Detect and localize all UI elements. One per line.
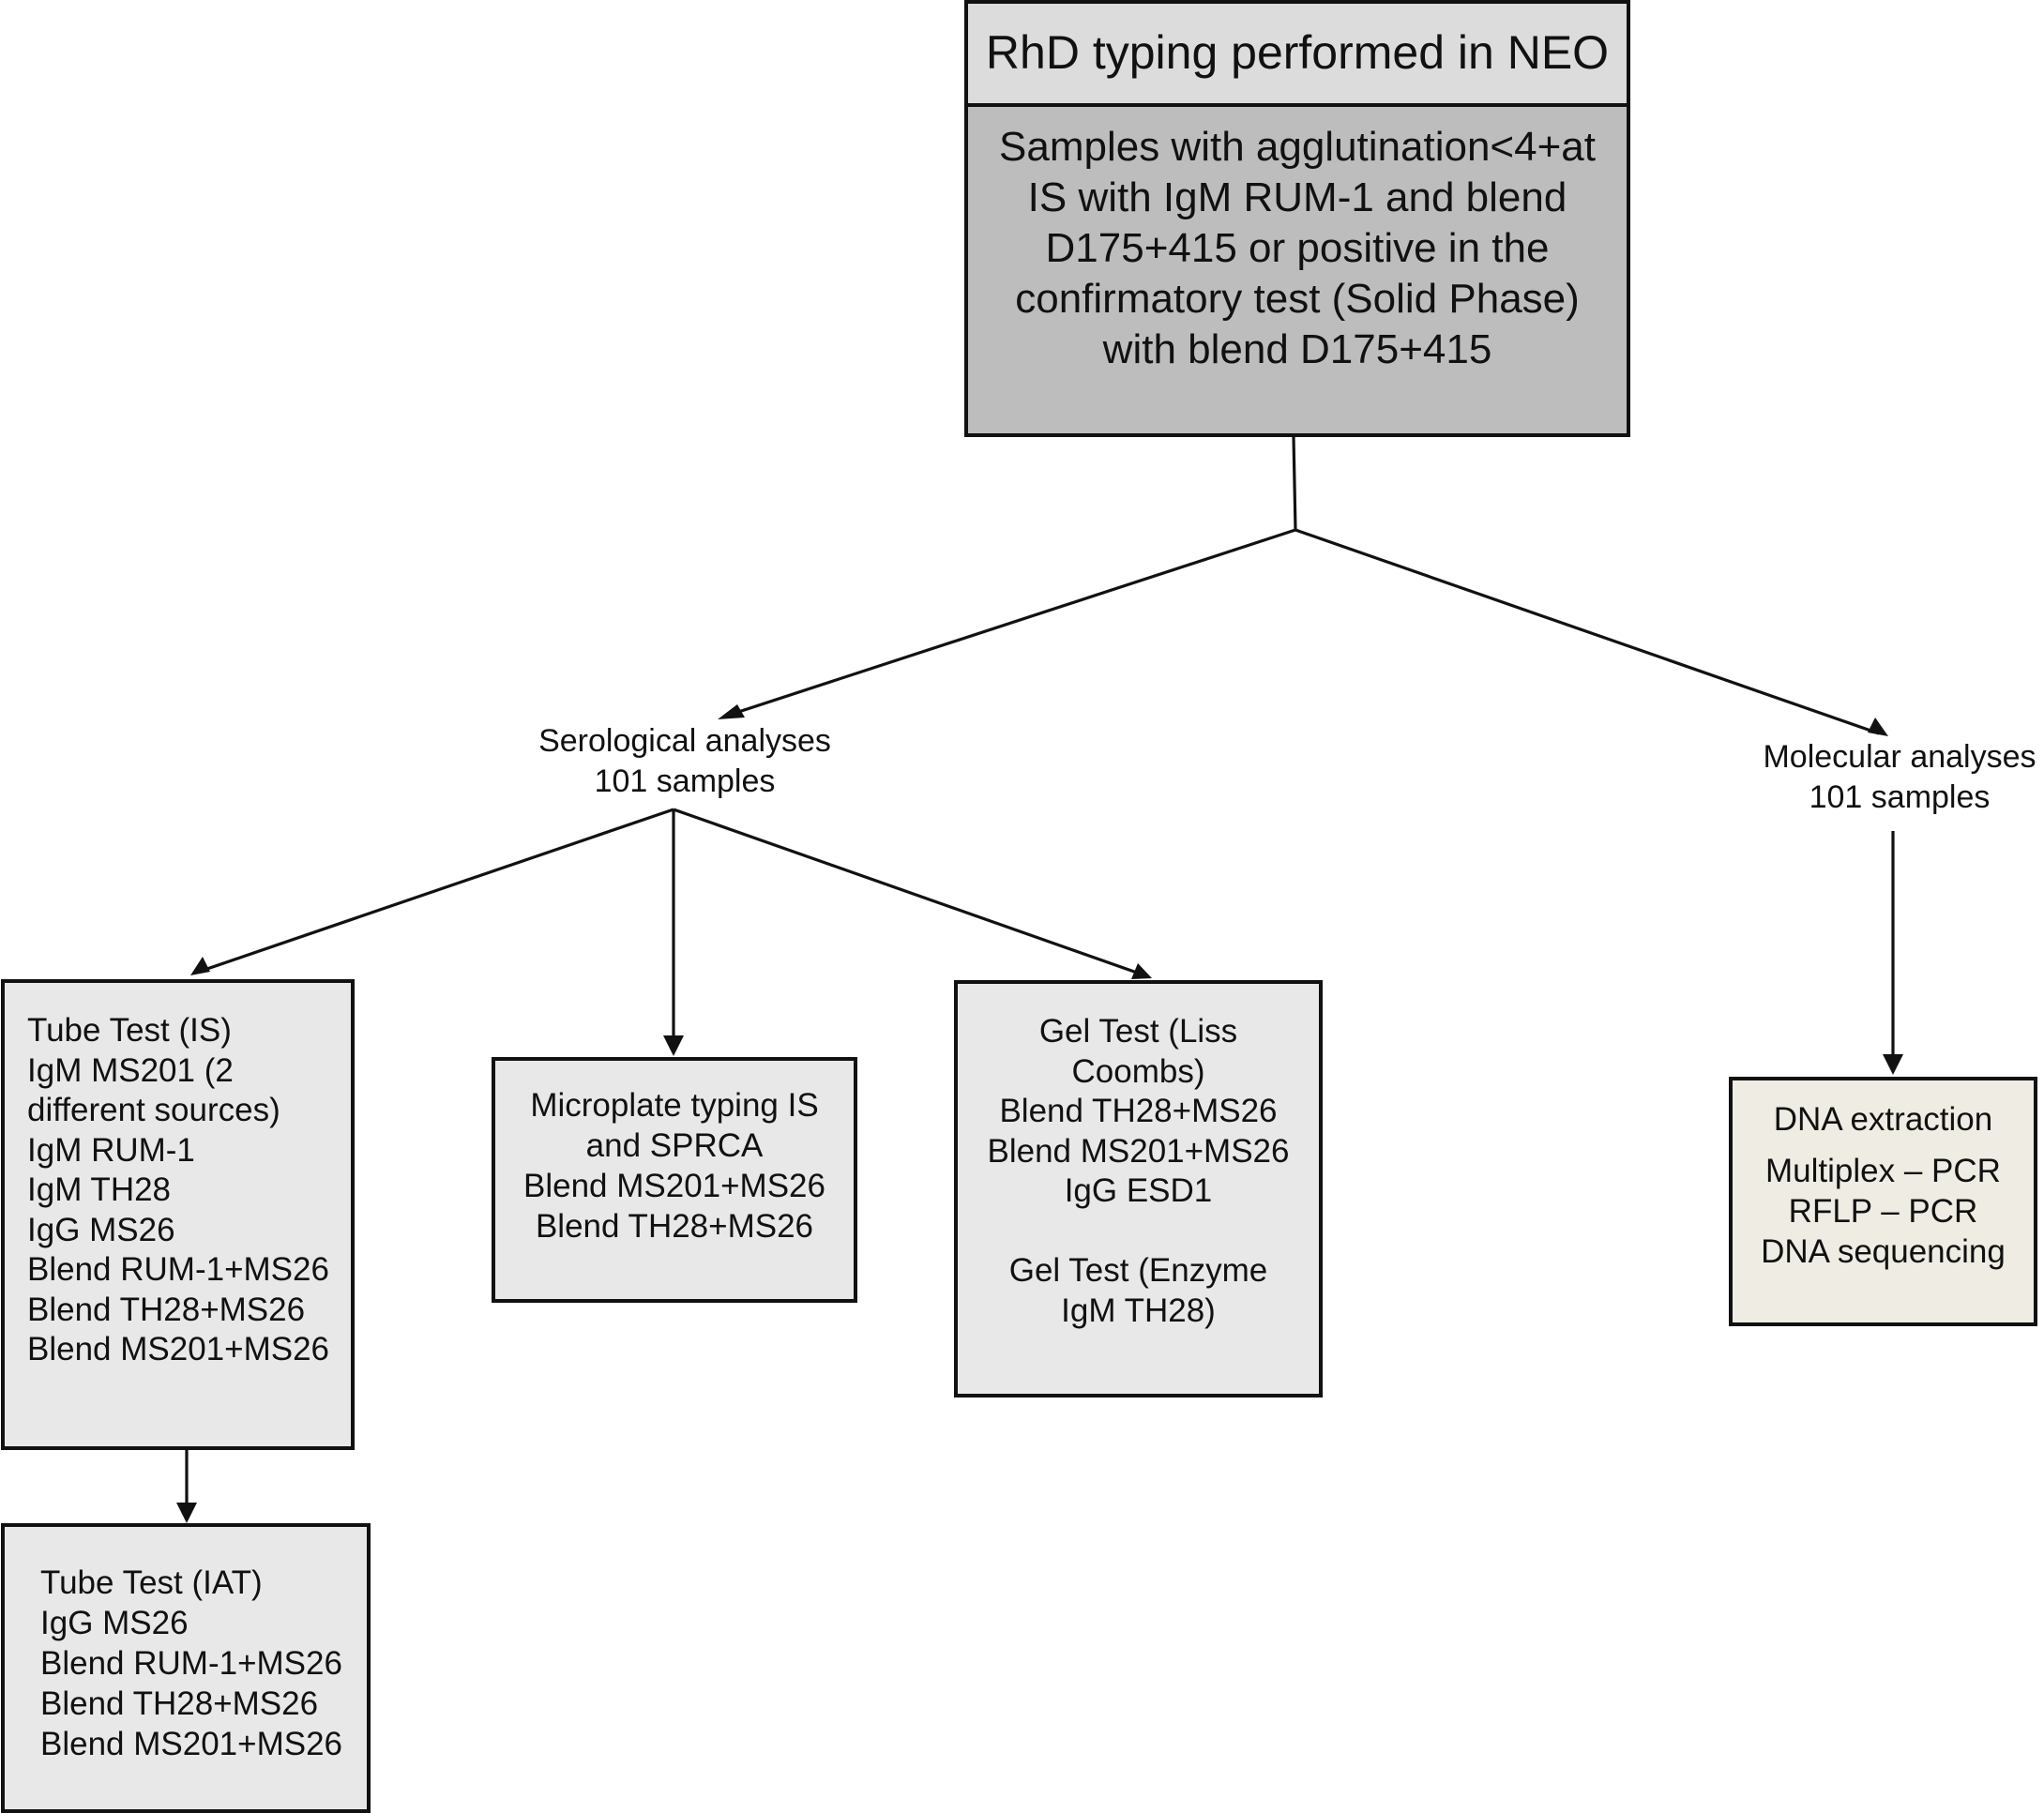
molecular-analyses-label: Molecular analyses 101 samples — [1707, 737, 2044, 818]
microplate-line: Blend TH28+MS26 — [535, 1208, 814, 1245]
gel-liss-line: Blend MS201+MS26 — [987, 1132, 1290, 1170]
criteria-line: IS with IgM RUM-1 and blend — [1027, 174, 1567, 220]
stem-line — [1292, 436, 1297, 531]
gel-spacer — [958, 1212, 1319, 1252]
gel-liss-line: Blend TH28+MS26 — [999, 1093, 1278, 1129]
tube-iat-line: Blend TH28+MS26 — [40, 1685, 319, 1722]
tube-iat-line: Blend RUM-1+MS26 — [40, 1645, 342, 1682]
gel-test-box: Gel Test (Liss Coombs) Blend TH28+MS26 B… — [954, 980, 1323, 1398]
gel-liss-line: IgG ESD1 — [1064, 1172, 1213, 1209]
tube-is-line: different sources) — [27, 1092, 280, 1128]
tube-is-line: IgG MS26 — [27, 1211, 175, 1248]
tube-test-iat-box: Tube Test (IAT) IgG MS26 Blend RUM-1+MS2… — [1, 1523, 371, 1813]
tube-is-line: Blend TH28+MS26 — [27, 1291, 306, 1328]
molecular-title: Molecular analyses — [1763, 739, 2036, 775]
arrowhead-gel — [1131, 963, 1152, 979]
tube-iat-line: Tube Test (IAT) — [40, 1564, 263, 1601]
tube-test-is-box: Tube Test (IS) IgM MS201 (2 different so… — [1, 979, 355, 1450]
criteria-line: confirmatory test (Solid Phase) — [1015, 276, 1580, 322]
serological-count: 101 samples — [594, 763, 776, 799]
tube-is-line: Blend RUM-1+MS26 — [27, 1251, 329, 1288]
tube-iat-line: IgG MS26 — [40, 1605, 189, 1641]
arrowhead-microplate — [663, 1035, 684, 1056]
serological-fork-right — [673, 808, 1138, 974]
criteria-line: Samples with agglutination<4+at — [999, 124, 1596, 170]
tube-is-line: IgM RUM-1 — [27, 1131, 195, 1169]
tube-is-line: IgM MS201 (2 — [27, 1051, 234, 1089]
criteria-box: Samples with agglutination<4+at IS with … — [964, 103, 1630, 437]
tube-is-line: IgM TH28 — [27, 1171, 172, 1208]
dna-box: DNA extraction Multiplex – PCR RFLP – PC… — [1729, 1077, 2037, 1326]
dna-method-line: Multiplex – PCR — [1765, 1153, 2001, 1189]
arrowhead-molecular — [1868, 718, 1888, 736]
criteria-line: D175+415 or positive in the — [1045, 225, 1550, 271]
dna-spacer — [1733, 1140, 2034, 1151]
dna-method-line: DNA sequencing — [1761, 1233, 2006, 1270]
dna-extraction-label: DNA extraction — [1773, 1101, 1993, 1138]
microplate-box: Microplate typing IS and SPRCA Blend MS2… — [492, 1057, 857, 1303]
title-text: RhD typing performed in NEO — [985, 26, 1610, 79]
gel-enzyme-line: IgM TH28) — [1061, 1292, 1216, 1329]
arrowhead-dna — [1883, 1054, 1903, 1075]
tube-is-line: Tube Test (IS) — [27, 1012, 232, 1049]
microplate-line: Microplate typing IS — [530, 1087, 819, 1124]
tube-is-line: Blend MS201+MS26 — [27, 1331, 330, 1367]
title-box: RhD typing performed in NEO — [964, 0, 1630, 107]
microplate-line: Blend MS201+MS26 — [522, 1168, 825, 1204]
molecular-count: 101 samples — [1809, 779, 1991, 815]
branch-to-molecular — [1295, 528, 1880, 735]
gel-liss-line: Coombs) — [1071, 1052, 1205, 1090]
arrowhead-serological — [718, 704, 745, 719]
branch-to-serological — [726, 528, 1296, 718]
serological-analyses-label: Serological analyses 101 samples — [497, 721, 872, 802]
serological-title: Serological analyses — [538, 723, 831, 759]
gel-enzyme-line: Gel Test (Enzyme — [1008, 1252, 1268, 1289]
arrowhead-tube-iat — [176, 1503, 197, 1523]
criteria-line: with blend D175+415 — [1102, 326, 1492, 372]
serological-fork-left — [198, 808, 674, 974]
dna-method-line: RFLP – PCR — [1788, 1193, 1978, 1230]
tube-iat-line: Blend MS201+MS26 — [40, 1726, 343, 1762]
arrowhead-tube-is — [190, 957, 210, 975]
gel-liss-line: Gel Test (Liss — [1038, 1013, 1238, 1050]
microplate-line: and SPRCA — [585, 1127, 764, 1164]
